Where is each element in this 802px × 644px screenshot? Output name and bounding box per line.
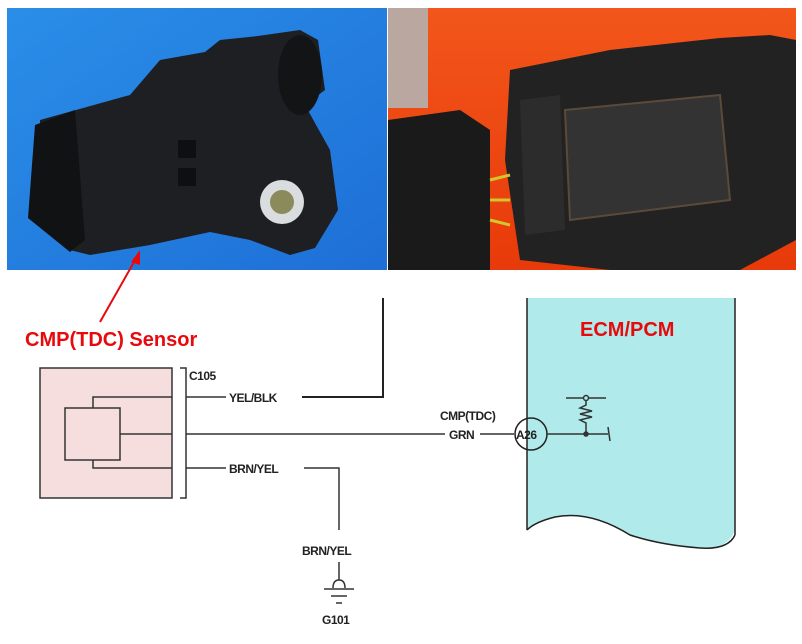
terminal-label: A26: [516, 428, 537, 442]
connector-id-label: C105: [189, 369, 217, 383]
wire-brn-yel: [304, 467, 340, 530]
wire-label-brn-yel-ground: BRN/YEL: [302, 544, 351, 558]
signal-name-label: CMP(TDC): [440, 409, 496, 423]
arrow-head-icon: [131, 250, 140, 265]
callout-arrow: [99, 254, 139, 323]
wire-label-brn-yel: BRN/YEL: [229, 462, 278, 476]
sensor-callout-label: CMP(TDC) Sensor: [25, 329, 197, 351]
ecm-pcm-label: ECM/PCM: [580, 319, 674, 341]
ecm-pcm-module: [527, 298, 735, 549]
connector-bracket: [180, 367, 187, 499]
wire-label-yel-blk: YEL/BLK: [229, 391, 278, 405]
ground-id-label: G101: [322, 613, 350, 627]
ground-icon: [324, 579, 354, 604]
pullup-resistor-icon: [547, 394, 611, 442]
wire-yel-blk: [302, 298, 384, 398]
connector-photo: [388, 8, 796, 270]
sensor-photo: [7, 8, 387, 270]
wire-label-grn: GRN: [449, 428, 474, 442]
